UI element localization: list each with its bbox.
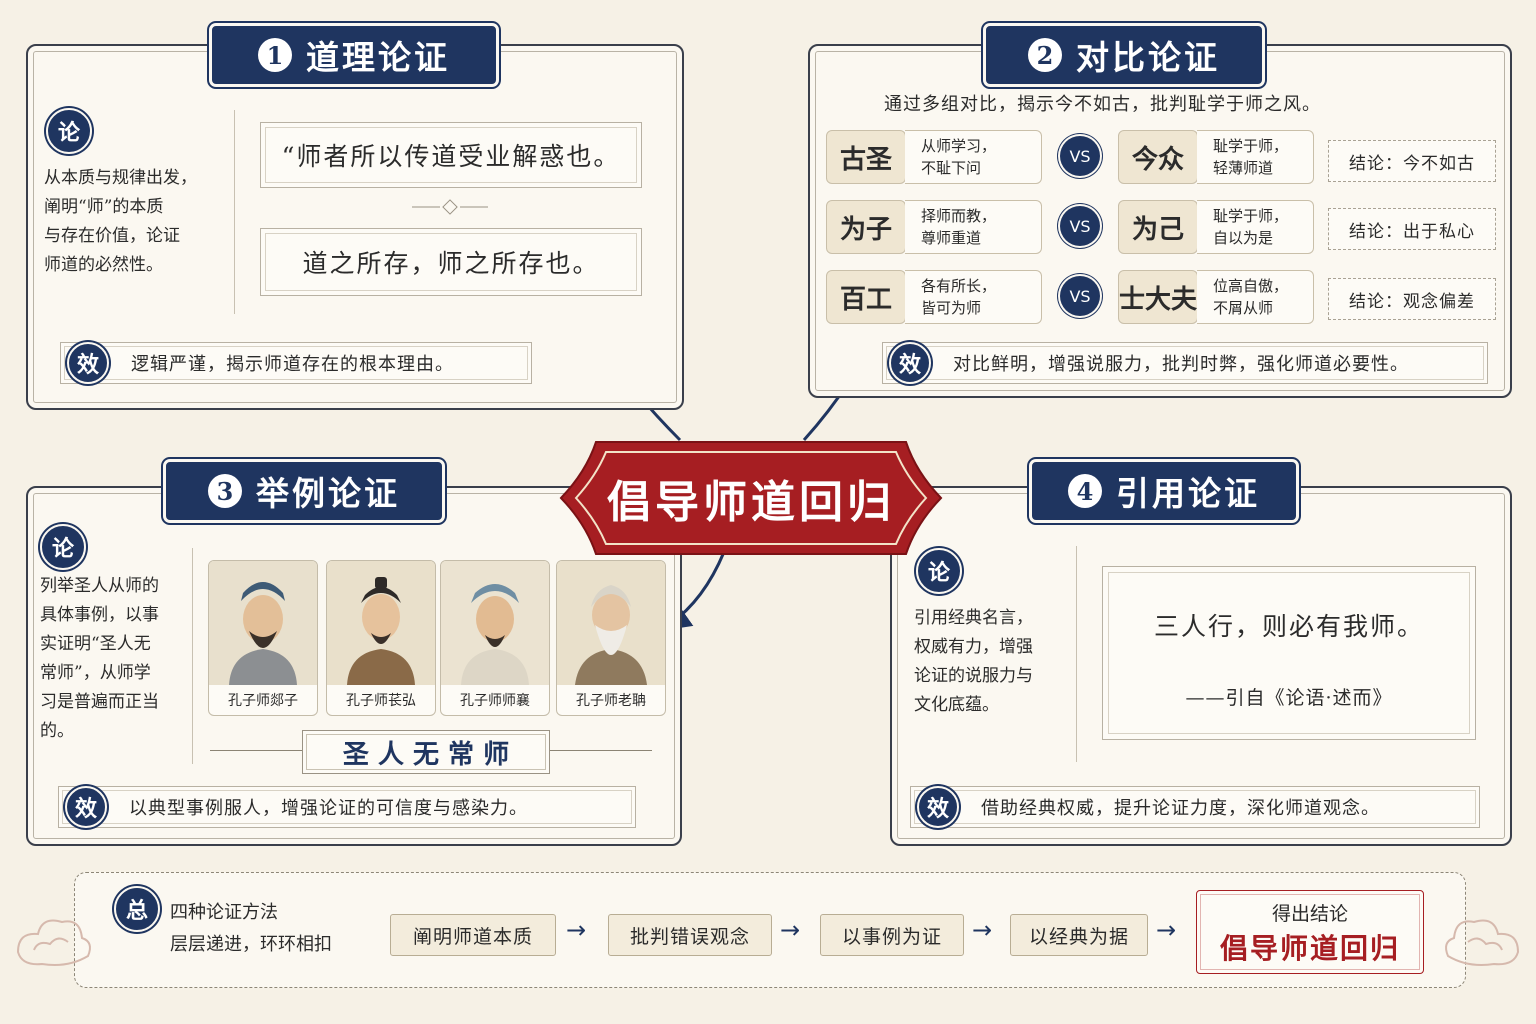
portrait-card-1: 孔子师郯子 xyxy=(208,560,318,716)
vs-icon: VS xyxy=(1060,136,1100,176)
panel-2-title-text: 对比论证 xyxy=(1076,38,1220,77)
panel-3-desc: 列举圣人从师的具体事例，以事实证明“圣人无 常师”，从师学习是普遍而正当的。 xyxy=(40,576,159,741)
portrait-caption: 孔子师郯子 xyxy=(228,693,298,709)
cmp-right-3: 士大夫 xyxy=(1118,270,1198,324)
cmp-right-2: 为己 xyxy=(1118,200,1198,254)
panel-1-effect-text: 逻辑严谨，揭示师道存在的根本理由。 xyxy=(131,354,454,375)
xiao-icon: 效 xyxy=(889,342,931,384)
portrait-card-4: 孔子师老聃 xyxy=(556,560,666,716)
xiao-icon: 效 xyxy=(917,786,959,828)
cloud-ornament-icon xyxy=(16,919,91,966)
panel-2-title: 2 对比论证 xyxy=(986,26,1262,84)
panel-2-effect-text: 对比鲜明，增强说服力，批判时弊，强化师道必要性。 xyxy=(953,354,1409,375)
cmp-left-2: 为子 xyxy=(826,200,906,254)
panel-3-effect: 效 以典型事例服人，增强论证的可信度与感染力。 xyxy=(58,786,636,828)
final-conclusion-box: 得出结论 倡导师道回归 xyxy=(1196,890,1424,974)
final-label: 得出结论 xyxy=(1271,903,1348,925)
citation-source: ——引自《论语·述而》 xyxy=(1185,687,1393,709)
panel-1-title-text: 道理论证 xyxy=(306,38,450,77)
cmp-left-desc-3: 各有所长， 皆可为师 xyxy=(905,270,1042,324)
cmp-right-desc-2: 耻学于师， 自以为是 xyxy=(1197,200,1314,254)
panel-4-effect-text: 借助经典权威，提升论证力度，深化师道观念。 xyxy=(981,798,1380,819)
panel-1-title: 1 道理论证 xyxy=(212,26,496,84)
portrait-caption: 孔子师老聃 xyxy=(576,693,646,709)
citation-quote: 三人行，则必有我师。 xyxy=(1153,612,1424,641)
cloud-ornament-icon xyxy=(1445,919,1520,966)
conclusion-1: 结论：今不如古 xyxy=(1328,140,1496,182)
summary-line-1: 四种论证方法 xyxy=(170,902,278,923)
cmp-right-desc-1: 耻学于师， 轻薄师道 xyxy=(1197,130,1314,184)
panel-3-title: 3 举例论证 xyxy=(166,462,442,520)
arrow-right-icon: → xyxy=(972,916,993,944)
panel-1-divider xyxy=(234,110,235,314)
lun-icon: 论 xyxy=(40,524,86,570)
cmp-right-1: 今众 xyxy=(1118,130,1198,184)
panel-1-desc: 从本质与规律出发，阐明“师”的本质与存在价值，论证师道的必然性。 xyxy=(44,168,197,275)
cmp-left-1: 古圣 xyxy=(826,130,906,184)
conclusion-3: 结论：观念偏差 xyxy=(1328,278,1496,320)
xiao-icon: 效 xyxy=(65,786,107,828)
quote-1: “师者所以传道受业解惑也。 xyxy=(260,122,642,188)
sage-portrait-icon xyxy=(209,561,317,685)
panel-3-title-text: 举例论证 xyxy=(256,474,400,513)
cmp-left-3: 百工 xyxy=(826,270,906,324)
panel-2-intro: 通过多组对比，揭示今不如古，批判耻学于师之风。 xyxy=(884,94,1321,115)
step-1: 阐明师道本质 xyxy=(390,914,556,956)
panel-4-divider xyxy=(1076,546,1077,762)
portrait-caption: 孔子师师襄 xyxy=(460,693,530,709)
final-value: 倡导师道回归 xyxy=(1219,932,1400,965)
arrow-right-icon: → xyxy=(1156,916,1177,944)
cmp-left-desc-1: 从师学习， 不耻下问 xyxy=(905,130,1042,184)
portrait-card-2: 孔子师苌弘 xyxy=(326,560,436,716)
lun-icon: 论 xyxy=(916,548,962,594)
sage-portrait-icon xyxy=(327,561,435,685)
conclusion-2: 结论：出于私心 xyxy=(1328,208,1496,250)
panel-4-effect: 效 借助经典权威，提升论证力度，深化师道观念。 xyxy=(910,786,1480,828)
panel-3-divider xyxy=(192,548,193,764)
citation-box: 三人行，则必有我师。 ——引自《论语·述而》 xyxy=(1102,566,1476,740)
panel-1-number: 1 xyxy=(258,38,292,72)
sage-banner: 圣 人 无 常 师 xyxy=(302,730,550,774)
center-seal-frame xyxy=(559,441,943,555)
panel-2-number: 2 xyxy=(1028,38,1062,72)
sage-portrait-icon xyxy=(441,561,549,685)
vs-icon: VS xyxy=(1060,206,1100,246)
panel-4-desc: 引用经典名言，权威有力，增强论证的说服力与文化底蕴。 xyxy=(914,608,1033,715)
step-3: 以事例为证 xyxy=(820,914,964,956)
center-title: 倡导师道回归 xyxy=(607,477,895,528)
sage-portrait-icon xyxy=(557,561,665,685)
panel-3-number: 3 xyxy=(208,474,242,508)
portrait-card-3: 孔子师师襄 xyxy=(440,560,550,716)
portrait-caption: 孔子师苌弘 xyxy=(346,693,416,709)
panel-4-title-text: 引用论证 xyxy=(1116,474,1260,513)
ornament-divider xyxy=(412,199,488,215)
step-4: 以经典为据 xyxy=(1010,914,1148,956)
arrow-right-icon: → xyxy=(566,916,587,944)
summary-line-2: 层层递进，环环相扣 xyxy=(170,934,332,955)
panel-3-effect-text: 以典型事例服人，增强论证的可信度与感染力。 xyxy=(129,798,528,819)
xiao-icon: 效 xyxy=(67,342,109,384)
arrow-right-icon: → xyxy=(780,916,801,944)
zong-icon: 总 xyxy=(114,886,160,932)
cmp-right-desc-3: 位高自傲， 不屑从师 xyxy=(1197,270,1314,324)
panel-4-title: 4 引用论证 xyxy=(1032,462,1296,520)
panel-2-effect: 效 对比鲜明，增强说服力，批判时弊，强化师道必要性。 xyxy=(882,342,1488,384)
vs-icon: VS xyxy=(1060,276,1100,316)
step-2: 批判错误观念 xyxy=(608,914,772,956)
panel-4-number: 4 xyxy=(1068,474,1102,508)
quote-2: 道之所存，师之所存也。 xyxy=(260,228,642,296)
panel-1-effect: 效 逻辑严谨，揭示师道存在的根本理由。 xyxy=(60,342,532,384)
cmp-left-desc-2: 择师而教， 尊师重道 xyxy=(905,200,1042,254)
lun-icon: 论 xyxy=(46,108,92,154)
